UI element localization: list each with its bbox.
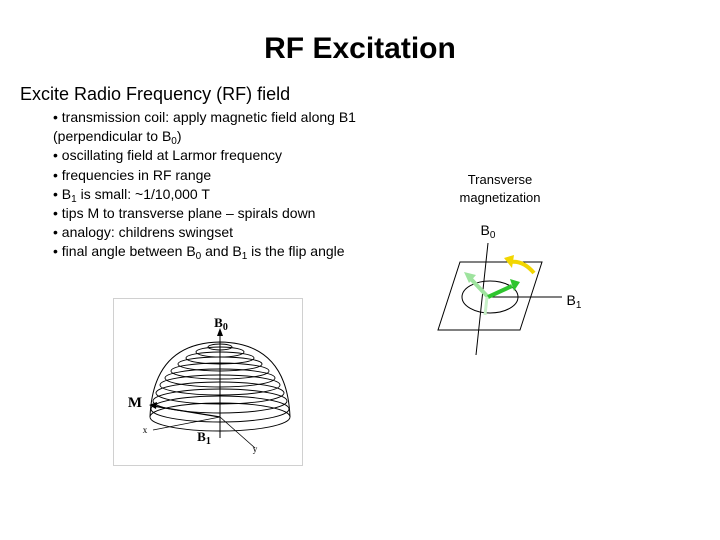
- bullet-item: (perpendicular to B0): [53, 128, 182, 148]
- y-label-left: y: [252, 444, 258, 454]
- light-green-stub: [483, 296, 489, 316]
- spiral-precession-diagram: [113, 298, 303, 466]
- m-vector: [152, 405, 221, 418]
- bullet-list: • transmission coil: apply magnetic fiel…: [53, 108, 433, 262]
- bullet-item: • frequencies in RF range: [53, 166, 212, 183]
- bullet-item: • analogy: childrens swingset: [53, 224, 233, 241]
- bullet-item: • B1 is small: ~1/10,000 T: [53, 185, 210, 205]
- b1-label-left: B1: [197, 429, 211, 447]
- yellow-arrowhead: [504, 255, 514, 268]
- m-vector-arrowhead: [149, 402, 157, 409]
- bullet-item: • final angle between B0 and B1 is the f…: [53, 243, 345, 263]
- light-green-vector: [468, 276, 490, 299]
- light-green-arrowhead: [464, 272, 476, 283]
- transverse-magnetization-label: Transverse magnetization: [459, 172, 541, 205]
- b0-axis-arrowhead: [217, 328, 223, 336]
- slide-subtitle: Excite Radio Frequency (RF) field: [20, 84, 291, 104]
- m-label-left: M: [127, 395, 143, 411]
- slide-title: RF Excitation: [264, 32, 456, 65]
- x-axis-left: [152, 416, 221, 431]
- y-axis-left: [219, 416, 256, 449]
- bullet-item: • tips M to transverse plane – spirals d…: [53, 205, 316, 222]
- bullet-item: • transmission coil: apply magnetic fiel…: [53, 109, 356, 125]
- hemisphere-outline: [149, 341, 291, 418]
- transverse-magnetization-diagram: [437, 242, 562, 356]
- b0-label-right: B0: [480, 222, 496, 241]
- x-label-left: x: [142, 425, 148, 435]
- b0-label-left: B0: [214, 315, 228, 333]
- bullet-item: • oscillating field at Larmor frequency: [53, 147, 283, 164]
- green-arrowhead: [510, 279, 520, 291]
- green-vector: [487, 284, 513, 299]
- yellow-rotation-arrow: [509, 259, 536, 275]
- b1-label-right: B1: [566, 292, 582, 311]
